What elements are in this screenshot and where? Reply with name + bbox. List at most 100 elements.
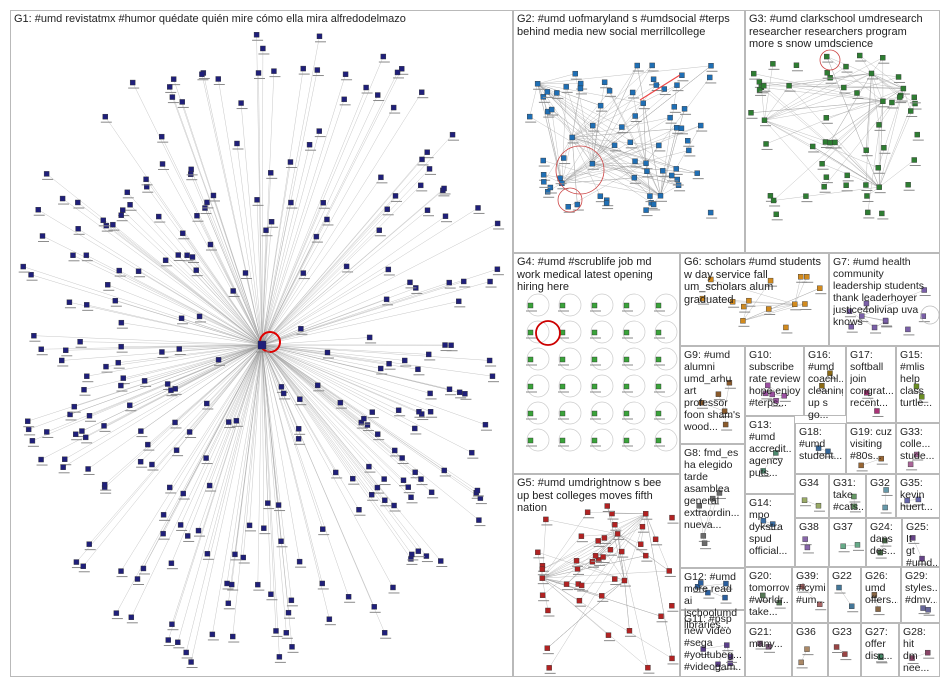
node [767,277,774,284]
edge [77,228,263,346]
group-panel-g23: G23 [828,623,861,677]
node [268,170,274,176]
node [296,558,303,565]
edge [561,127,677,184]
node [167,484,173,491]
group-label-g7: G7: #umd health community leadership stu… [833,256,925,328]
node [254,197,260,203]
node [475,205,481,211]
group-panel-g7: G7: #umd health community leadership stu… [829,253,940,346]
edge [118,344,263,363]
edge [240,103,263,346]
edge [261,210,428,346]
group-label-g27: G27: offer disc... [865,626,893,662]
edge [261,287,416,346]
node [895,74,902,80]
edge [261,230,267,346]
node [63,347,69,353]
node [801,497,808,503]
node [38,346,44,352]
edge [65,344,263,351]
group-label-g10: G10: subscribe rate review hope enjoy #t… [749,349,801,409]
node [804,544,811,551]
node [836,584,842,591]
edge [261,221,272,346]
node [101,423,107,429]
node [298,326,304,332]
edge [46,173,263,346]
edge [812,146,880,188]
node [698,580,704,586]
edge [140,344,263,462]
node [399,66,405,72]
group-label-g6: G6: scholars #umd students w day service… [684,256,821,306]
node [232,551,238,558]
node [72,431,79,437]
node [100,217,106,224]
group-label-g20: G20: tomorrow #worldr... take... [749,570,789,618]
node [527,383,534,390]
node [607,547,614,553]
edge [592,513,646,562]
node [110,221,116,228]
node [854,542,861,548]
group-panel-g16: G16: #umd coachl... cleaning up s go... [804,346,846,421]
node [765,306,772,312]
edge [537,83,622,128]
node [441,467,447,474]
edge [46,344,263,433]
edge [232,344,263,637]
edge [645,513,673,659]
edge [542,540,599,579]
group-label-g29: G29: styles... #dmv... [905,570,937,606]
node [418,476,424,482]
edge [742,287,820,322]
edge [261,344,378,488]
node [726,380,733,386]
edge [865,73,872,151]
edge [261,268,498,346]
edge [218,78,263,346]
node [179,99,185,105]
edge [545,519,618,535]
node [639,523,646,530]
edge [645,77,710,164]
node [79,428,85,434]
edge [261,94,378,346]
edge [105,344,263,367]
edge [617,533,649,668]
node [802,536,808,542]
edge [764,73,872,121]
group-panel-g35: G35: kevin huert... [896,474,940,518]
self-loop [622,428,646,452]
node [700,646,706,652]
node [819,383,825,389]
edge [764,76,899,121]
group-panel-g3: G3: #umd clarkschool umdresearch researc… [745,10,940,253]
node [905,326,911,333]
node [407,279,413,286]
edge [256,34,263,346]
node [757,640,763,647]
edge [861,315,886,321]
node [647,193,653,199]
node [621,577,628,584]
edge [801,586,820,605]
edge [261,344,441,562]
node [770,197,777,204]
node [482,421,489,428]
node [297,396,303,402]
edge [742,280,771,321]
group-panel-g13: G13: #umd accredit... agency puts... [745,416,795,494]
node [25,418,31,424]
group-label-g26: G26: umd offers... [865,570,898,606]
edge [764,119,831,143]
edge [617,533,670,572]
self-loop [622,401,646,425]
self-loop [535,320,561,346]
group-label-g21: G21: many... [749,626,783,650]
group-label-g12: G12: #umd more read ai ischoolumd librar… [684,571,738,631]
node [592,553,599,559]
edge [838,587,852,607]
node [804,274,810,280]
